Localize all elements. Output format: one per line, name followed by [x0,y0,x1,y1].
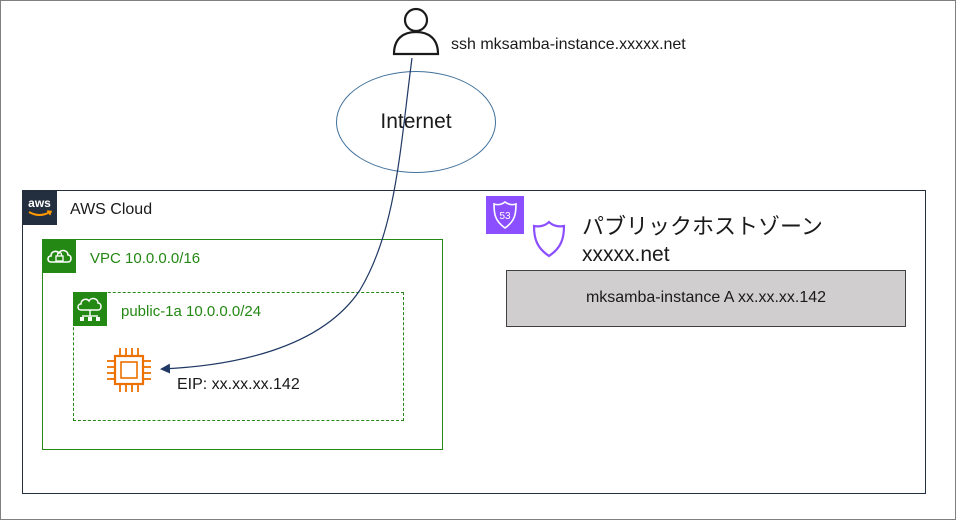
vpc-cloud-lock-icon [42,239,76,273]
hosted-zone-title: パブリックホストゾーン [582,214,823,239]
internet-label: Internet [380,110,452,133]
route53-icon: 53 [486,196,524,234]
aws-cloud-group [22,190,926,494]
eip-label: EIP: xx.xx.xx.142 [177,376,300,393]
hosted-zone-shield-icon [532,220,566,258]
ec2-instance-chip-icon [107,348,151,392]
aws-logo-icon: aws [22,190,57,225]
hosted-zone-domain: xxxxx.net [582,243,670,266]
subnet-cloud-network-icon [73,292,107,326]
dns-record-label: mksamba-instance A xx.xx.xx.142 [585,289,827,306]
aws-cloud-label: AWS Cloud [70,201,153,218]
route53-badge-text: 53 [499,211,511,222]
subnet-label: public-1a 10.0.0.0/24 [121,303,262,320]
internet-ellipse [336,71,496,173]
ssh-command-label: ssh mksamba-instance.xxxxx.net [451,36,686,53]
public-subnet-group [73,292,404,421]
vpc-label: VPC 10.0.0.0/16 [90,250,201,267]
user-icon [392,7,440,56]
aws-logo-text: aws [28,196,51,210]
dns-record-box [506,270,906,327]
vpc-group [42,239,443,450]
